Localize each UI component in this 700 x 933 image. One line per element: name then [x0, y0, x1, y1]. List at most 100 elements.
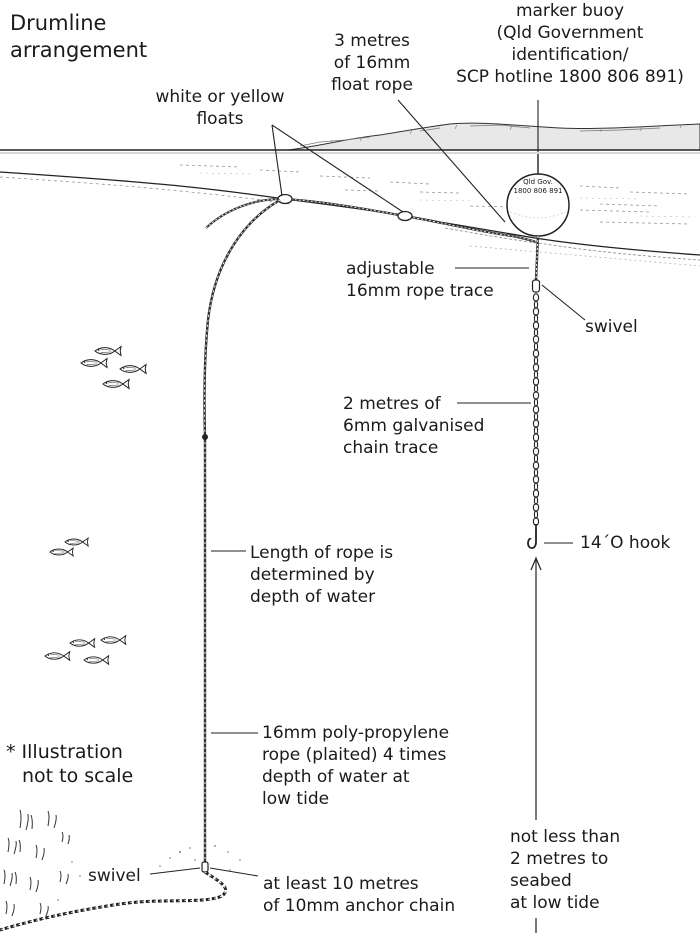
rope-trace — [534, 235, 540, 281]
label-hook: 14´O hook — [580, 532, 670, 554]
main-rope — [202, 198, 281, 862]
label-line: at low tide — [510, 893, 600, 913]
chain-link — [533, 496, 539, 505]
label-rope-trace: adjustable 16mm rope trace — [346, 258, 494, 302]
chain-link — [532, 321, 540, 330]
chain-link — [532, 433, 540, 442]
chain-link — [533, 370, 539, 379]
chain-link — [533, 300, 539, 309]
label-line: chain trace — [343, 438, 439, 458]
buoy-text-line: Qld Gov. — [523, 178, 553, 186]
chain-link — [532, 363, 540, 372]
label-line: determined by — [250, 565, 375, 585]
label-polyrope: 16mm poly-propylene rope (plaited) 4 tim… — [262, 722, 449, 810]
label-floats: white or yellow floats — [140, 86, 300, 130]
diagram-title: Drumline arrangement — [10, 10, 147, 64]
chain-link — [532, 489, 540, 498]
chain-link — [532, 391, 540, 400]
buoy-text-line: 1800 806 891 — [513, 187, 563, 195]
anchor-chain — [0, 870, 228, 932]
label-line: 6mm galvanised — [343, 416, 485, 436]
seabed-distance-arrow — [530, 556, 542, 933]
chain-link — [532, 419, 540, 428]
chain-link — [532, 503, 540, 512]
chain-link — [533, 412, 539, 421]
fish-group-1 — [80, 346, 147, 389]
chain-link — [532, 349, 540, 358]
label-line: SCP hotline 1800 806 891) — [456, 67, 684, 87]
label-line: 2 metres of — [343, 394, 441, 414]
marker-buoy — [506, 154, 570, 237]
label-line: swivel — [585, 317, 638, 337]
label-swivel-top: swivel — [585, 316, 638, 338]
float-2 — [397, 210, 413, 222]
seabed-dots — [57, 845, 241, 901]
chain-link — [533, 328, 539, 337]
label-line: low tide — [262, 789, 330, 809]
chain-link — [533, 398, 539, 407]
label-line: Length of rope is — [250, 543, 394, 563]
chain-link — [533, 356, 539, 365]
chain-link — [533, 482, 539, 491]
chain-link — [532, 475, 540, 484]
label-line: 16mm poly-propylene — [262, 723, 450, 743]
swivel-bottom-shape — [201, 861, 209, 873]
title-line: Drumline — [10, 11, 107, 35]
label-line: seabed — [510, 871, 572, 891]
chain-link — [533, 510, 539, 519]
chain-link — [533, 384, 539, 393]
leader-lines — [149, 99, 586, 877]
fish-group-2 — [49, 537, 89, 557]
chain-link — [532, 335, 540, 344]
label-seabed-distance: not less than 2 metres to seabed at low … — [510, 826, 620, 914]
seabed-weeds — [3, 809, 70, 917]
title-line: arrangement — [10, 38, 148, 62]
label-float-rope: 3 metres of 16mm float rope — [320, 30, 424, 96]
label-line: identification/ — [511, 45, 629, 65]
label-line: not less than — [510, 827, 621, 847]
label-line: rope (plaited) 4 times — [262, 745, 447, 765]
label-line: 16mm rope trace — [346, 281, 494, 301]
chain-link — [533, 314, 539, 323]
note-line: * Illustration — [6, 741, 123, 763]
chain-link — [532, 405, 540, 414]
chain-link — [532, 461, 540, 470]
chain-link — [533, 426, 539, 435]
label-line: white or yellow — [155, 87, 285, 107]
label-line: at least 10 metres — [263, 874, 419, 894]
chain-link — [532, 447, 540, 456]
chain-link — [533, 468, 539, 477]
label-line: of 16mm — [333, 53, 411, 73]
label-line: 2 metres to — [510, 849, 609, 869]
label-rope-length: Length of rope is determined by depth of… — [250, 542, 393, 608]
chain-trace — [532, 293, 540, 526]
label-line: swivel — [88, 866, 141, 886]
label-line: depth of water — [250, 587, 376, 607]
label-chain-trace: 2 metres of 6mm galvanised chain trace — [343, 393, 484, 459]
label-line: marker buoy — [515, 1, 625, 21]
water-surface — [0, 164, 700, 267]
chain-link — [533, 454, 539, 463]
label-line: of 10mm anchor chain — [263, 896, 456, 916]
label-marker-buoy: marker buoy (Qld Government identificati… — [440, 0, 700, 88]
fish-group-3 — [44, 635, 127, 665]
chain-link — [532, 307, 540, 316]
label-line: 3 metres — [334, 31, 410, 51]
chain-link — [532, 293, 540, 302]
label-line: depth of water at — [262, 767, 410, 787]
label-line: float rope — [331, 75, 413, 95]
swivel-top-shape — [531, 279, 541, 293]
float-1 — [277, 193, 293, 205]
chain-link — [532, 377, 540, 386]
label-anchor-chain: at least 10 metres of 10mm anchor chain — [263, 873, 455, 917]
label-swivel-bottom: swivel — [88, 865, 141, 887]
label-line: adjustable — [346, 259, 435, 279]
chain-link — [533, 342, 539, 351]
label-line: (Qld Government — [496, 23, 644, 43]
hook-shape — [527, 524, 537, 550]
scale-note: * Illustration not to scale — [6, 740, 133, 788]
label-line: 14´O hook — [580, 533, 671, 553]
shoreline — [287, 122, 700, 151]
label-line: floats — [196, 109, 244, 129]
